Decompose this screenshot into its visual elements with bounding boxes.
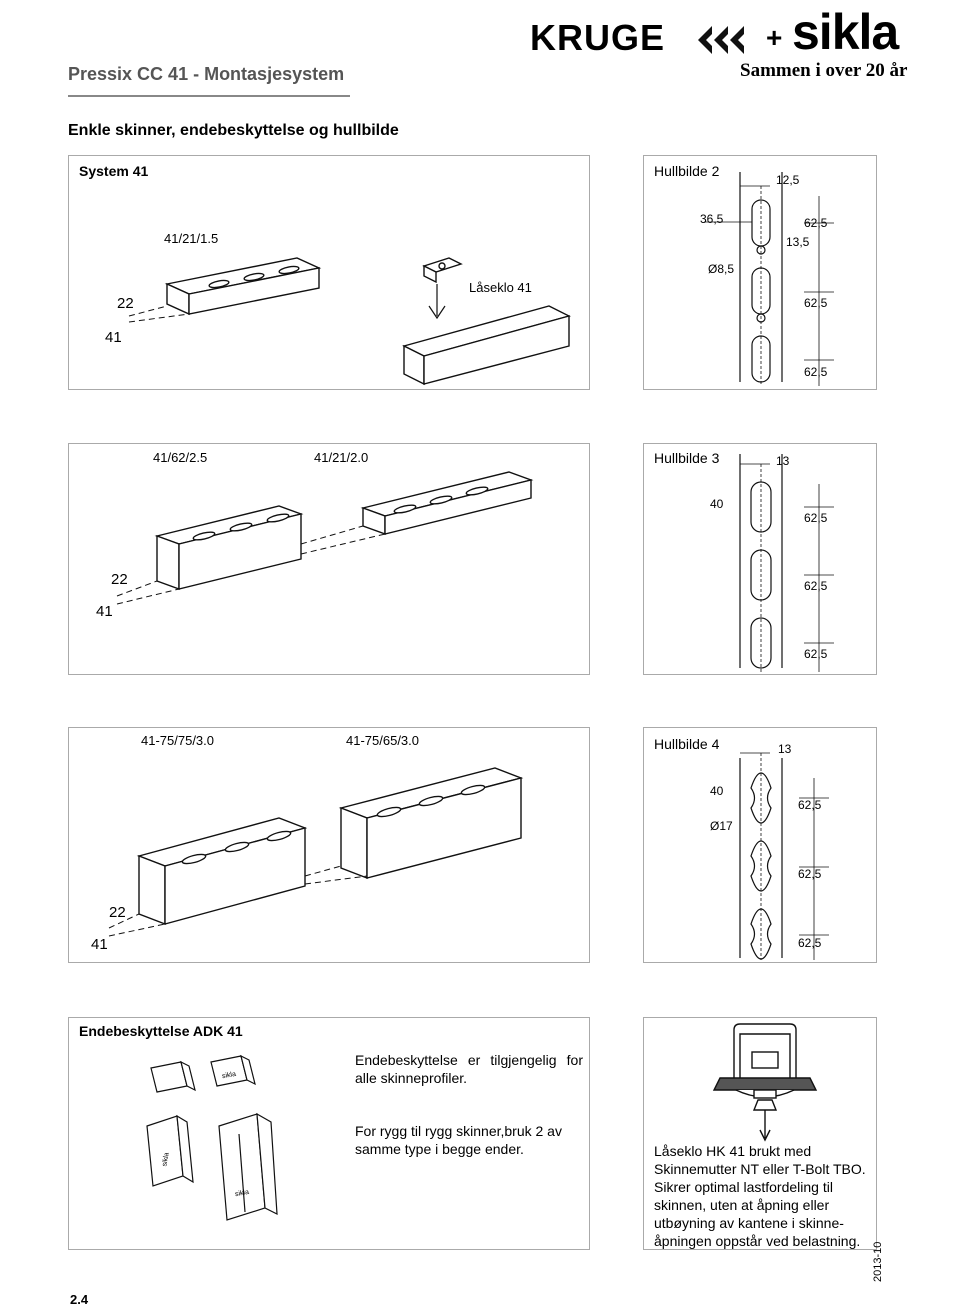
- dim-62-5-c: 62,5: [804, 365, 828, 379]
- dim-13: 13: [778, 742, 792, 756]
- lock-claw-text: Låseklo HK 41 brukt med Skinnemutter NT …: [654, 1143, 866, 1249]
- end-cap-drawings: [146, 1054, 278, 1221]
- hole-pattern-2-drawing: [704, 172, 834, 386]
- end-cap-panel: Endebeskyttelse ADK 41 Endebeskyttelse e…: [68, 1017, 590, 1250]
- dim-62-5-b: 62,5: [804, 296, 828, 310]
- rails-panel-2: 41/62/2.5 41/21/2.0 22 41: [68, 443, 590, 675]
- rail-label-b: 41-75/65/3.0: [346, 733, 420, 748]
- document-title: Pressix CC 41 - Montasjesystem: [68, 64, 345, 84]
- dim-41: 41: [91, 936, 108, 953]
- dim-22: 22: [111, 571, 128, 588]
- panel-title: System 41: [79, 163, 149, 179]
- dim-62-5-c: 62,5: [804, 647, 828, 661]
- end-cap-text-2: For rygg til rygg skinner,bruk 2 av samm…: [355, 1123, 562, 1157]
- hole-pattern-2-panel: Hullbilde 2 12,5 36,5 62,5 13,5 Ø8,5 62,…: [643, 155, 877, 390]
- lock-claw-drawing: [712, 1023, 818, 1142]
- revision-date: 2013-10: [872, 1241, 884, 1282]
- dim-62-5-c: 62,5: [798, 936, 822, 950]
- dim-41: 41: [96, 603, 113, 620]
- section-title: Enkle skinner, endebeskyttelse og hullbi…: [68, 122, 399, 139]
- logo-plus: +: [766, 22, 783, 53]
- hole-pattern-3-drawing: [739, 454, 834, 672]
- lock-claw-label: Låseklo 41: [469, 280, 532, 295]
- dim-40: 40: [710, 784, 724, 798]
- logo-tagline: Sammen i over 20 år: [740, 60, 908, 81]
- dim-41: 41: [105, 329, 122, 346]
- panel-title: Hullbilde 2: [654, 163, 720, 179]
- dim-40: 40: [710, 497, 724, 511]
- title-underline: [68, 95, 350, 97]
- system-41-panel: System 41 41/21/1.5 Låseklo 41 22 41: [68, 155, 590, 390]
- end-cap-text-1: Endebeskyttelse er tilgjengelig for alle…: [355, 1052, 583, 1086]
- sikla-logo: sikla: [792, 4, 899, 60]
- dim-62-5-b: 62,5: [804, 579, 828, 593]
- panel-title: Hullbilde 4: [654, 736, 720, 752]
- lock-claw-panel: Låseklo HK 41 brukt med Skinnemutter NT …: [643, 1017, 877, 1250]
- rail-drawing-medium: [116, 471, 534, 605]
- dim-36-5: 36,5: [700, 212, 724, 226]
- rail-label: 41/21/1.5: [164, 231, 219, 246]
- dim-22: 22: [109, 904, 126, 921]
- rail-drawing-small: [128, 257, 571, 386]
- page-number: 2.4: [70, 1292, 89, 1307]
- rail-drawing-large: [108, 767, 524, 937]
- hole-pattern-3-panel: Hullbilde 3 13 40 62,5 62,5 62,5: [643, 443, 877, 675]
- panel-title: Hullbilde 3: [654, 450, 720, 466]
- rail-label-a: 41/62/2.5: [153, 450, 208, 465]
- dim-hole-diameter: Ø17: [710, 819, 733, 833]
- dim-13: 13: [776, 454, 790, 468]
- rail-label-a: 41-75/75/3.0: [141, 733, 215, 748]
- rails-panel-3: 41-75/75/3.0 41-75/65/3.0 22 41: [68, 727, 590, 963]
- dim-62-5-b: 62,5: [798, 867, 822, 881]
- dim-62-5-a: 62,5: [804, 511, 828, 525]
- dim-62-5-a: 62,5: [798, 798, 822, 812]
- dim-hole-diameter: Ø8,5: [708, 262, 735, 276]
- dim-22: 22: [117, 295, 134, 312]
- kruge-logo: KRUGE: [530, 17, 666, 58]
- dim-13-5: 13,5: [786, 235, 810, 249]
- rail-label-b: 41/21/2.0: [314, 450, 369, 465]
- kruge-arrows-icon: [698, 26, 744, 54]
- hole-pattern-4-drawing: [739, 752, 829, 960]
- hole-pattern-4-panel: Hullbilde 4 13 40 62,5 Ø17 62,5 62,5: [643, 727, 877, 963]
- panel-title: Endebeskyttelse ADK 41: [79, 1023, 243, 1039]
